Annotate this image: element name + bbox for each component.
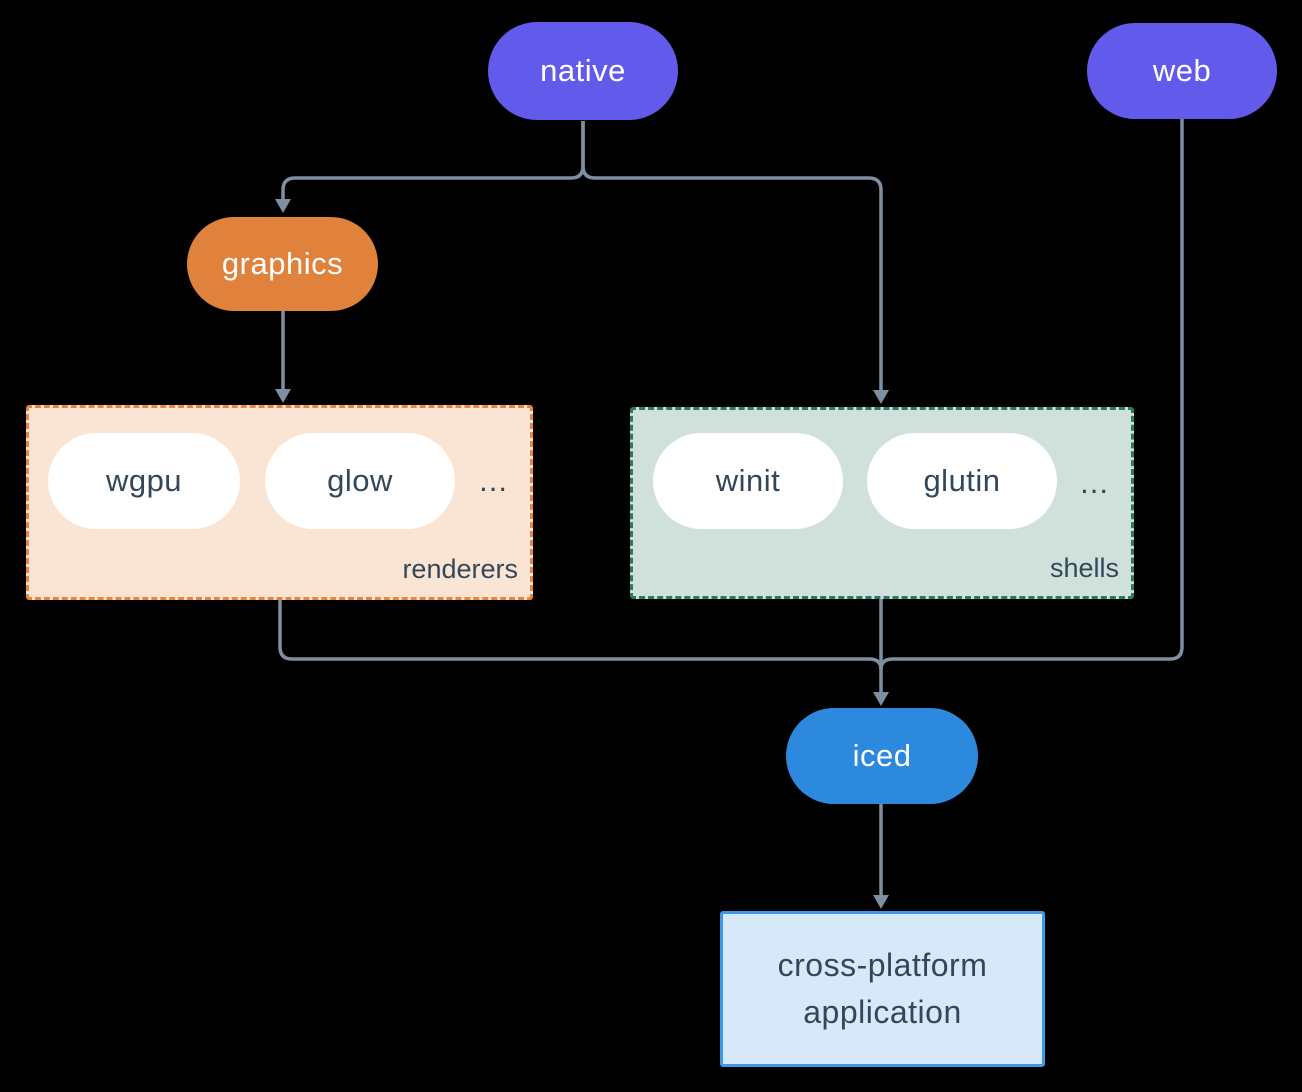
app-label-line2: application	[803, 994, 962, 1030]
shells-group-label: shells	[1049, 553, 1119, 583]
connector-renderers-to-iced	[278, 600, 883, 670]
app-label-line1: cross-platform	[777, 947, 988, 983]
renderers-group-label: renderers	[402, 554, 518, 584]
arrowhead-iced	[873, 692, 889, 706]
node-cross-platform-application: cross-platform application	[720, 911, 1045, 1067]
node-web: web	[1087, 23, 1277, 119]
node-graphics-label: graphics	[221, 246, 344, 281]
node-winit-label: winit	[715, 463, 781, 498]
node-glow-label: glow	[327, 463, 393, 498]
node-native-label: native	[540, 53, 626, 88]
node-glutin: glutin	[867, 433, 1057, 529]
arrowhead-app	[873, 895, 889, 909]
node-iced: iced	[786, 708, 978, 804]
node-wgpu-label: wgpu	[105, 463, 183, 498]
shells-ellipsis: ...	[1080, 465, 1109, 500]
node-graphics: graphics	[187, 217, 378, 311]
group-renderers: wgpu glow ... renderers	[26, 405, 533, 600]
node-glow: glow	[265, 433, 455, 529]
node-wgpu: wgpu	[48, 433, 240, 529]
node-web-label: web	[1152, 53, 1212, 88]
arrowhead-graphics	[275, 199, 291, 213]
group-shells: winit glutin ... shells	[630, 407, 1134, 599]
arrowhead-renderers	[275, 389, 291, 403]
node-native: native	[488, 22, 678, 120]
renderers-ellipsis: ...	[479, 463, 508, 498]
node-glutin-label: glutin	[923, 463, 1001, 498]
arrowhead-shells	[873, 390, 889, 404]
node-iced-label: iced	[852, 738, 912, 773]
node-winit: winit	[653, 433, 843, 529]
connector-native-to-shells	[581, 121, 883, 390]
connector-native-to-graphics	[281, 121, 585, 199]
